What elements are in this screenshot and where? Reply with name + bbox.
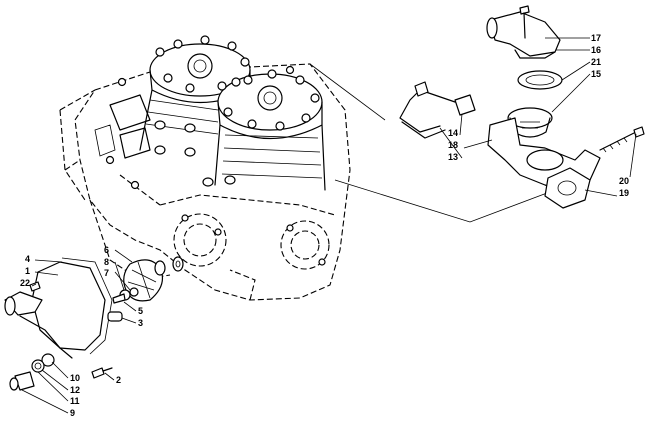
engine-to-thermostat-line bbox=[309, 63, 386, 121]
callout-22: 22 bbox=[20, 278, 30, 288]
callout-labels: 17 16 21 15 14 18 13 20 19 4 1 22 6 8 7 … bbox=[20, 33, 637, 418]
head-bolts bbox=[117, 35, 320, 131]
callout-18: 18 bbox=[448, 140, 458, 150]
callout-2: 2 bbox=[116, 375, 121, 385]
callout-6: 6 bbox=[104, 245, 109, 255]
callout-8: 8 bbox=[104, 257, 109, 267]
callout-14: 14 bbox=[448, 128, 458, 138]
callout-10: 10 bbox=[70, 373, 80, 383]
callout-13: 13 bbox=[448, 152, 458, 162]
callout-3: 3 bbox=[138, 318, 143, 328]
thermostat-assembly bbox=[399, 5, 645, 209]
engine-to-housing-line bbox=[334, 179, 556, 223]
callout-4: 4 bbox=[25, 254, 30, 264]
callout-19: 19 bbox=[619, 188, 629, 198]
callout-17: 17 bbox=[591, 33, 601, 43]
callout-11: 11 bbox=[70, 396, 80, 406]
callout-16: 16 bbox=[591, 45, 601, 55]
engine-block bbox=[59, 35, 351, 301]
callout-21: 21 bbox=[591, 57, 601, 67]
callout-12: 12 bbox=[70, 385, 80, 395]
callout-7: 7 bbox=[104, 268, 109, 278]
callout-15: 15 bbox=[591, 69, 601, 79]
callout-5: 5 bbox=[138, 306, 143, 316]
callout-1: 1 bbox=[25, 266, 30, 276]
callout-9: 9 bbox=[70, 408, 75, 418]
callout-20: 20 bbox=[619, 176, 629, 186]
water-pump-assembly bbox=[4, 256, 184, 391]
